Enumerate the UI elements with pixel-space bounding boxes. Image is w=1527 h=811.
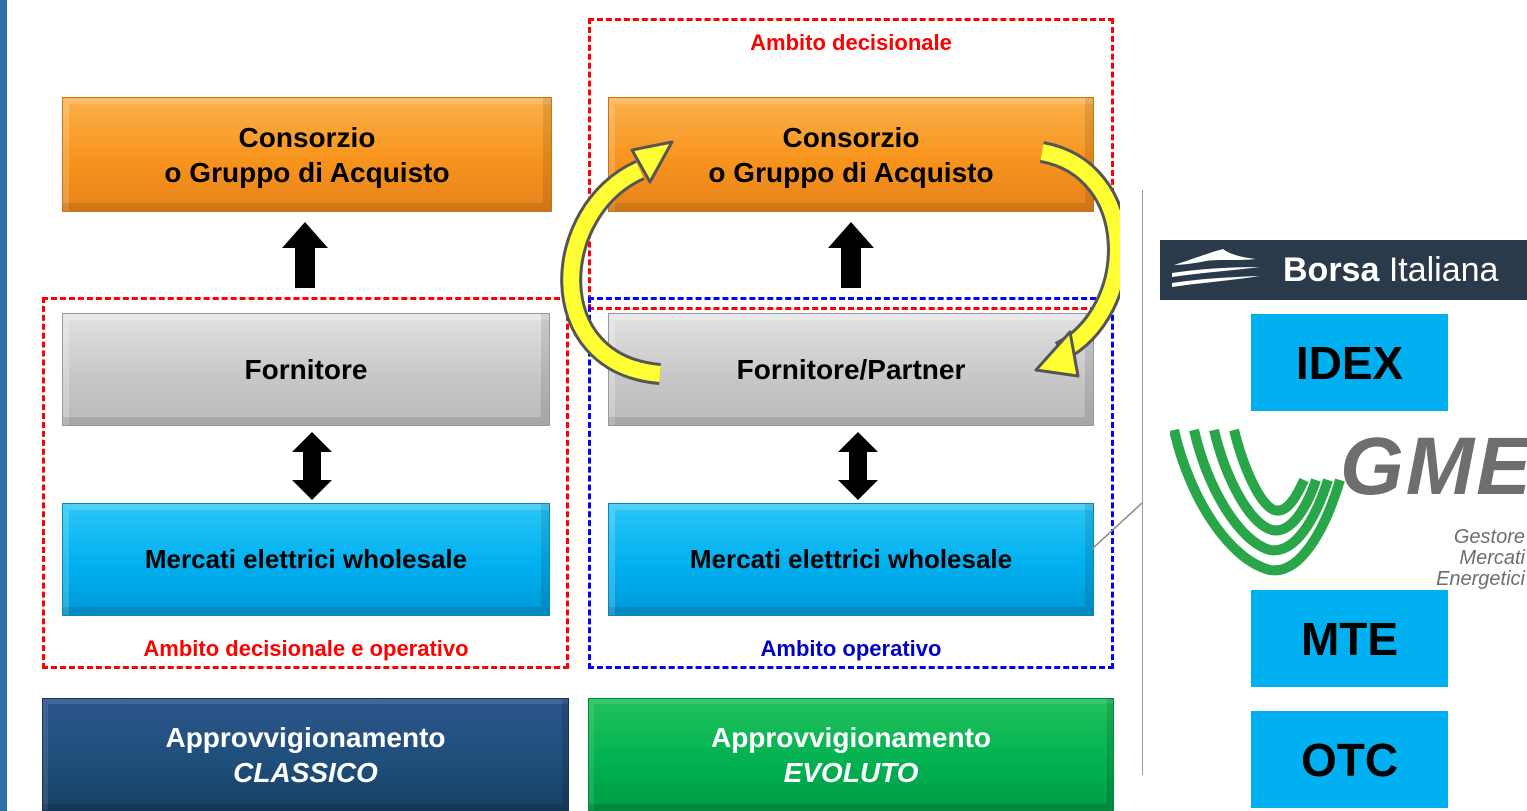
gme-logo-text: GME [1340, 421, 1527, 512]
mte-label: MTE [1251, 590, 1448, 687]
right-mercati-box: Mercati elettrici wholesale [608, 503, 1094, 616]
left-decision-operative-region [42, 297, 569, 669]
left-consorzio-line2: o Gruppo di Acquisto [164, 156, 450, 188]
gme-subtitle: Gestore Mercati Energetici [1436, 526, 1525, 590]
right-up-arrow-icon [828, 222, 874, 288]
cycle-arrow-left-icon [560, 140, 674, 385]
connector-line [1091, 502, 1143, 550]
right-mercati-label: Mercati elettrici wholesale [689, 544, 1013, 575]
left-mercati-box: Mercati elettrici wholesale [62, 503, 550, 616]
borsa-logo-icon [1172, 249, 1260, 287]
right-approvvigionamento-box: Approvvigionamento EVOLUTO [588, 698, 1114, 811]
left-edge-bar [0, 0, 7, 811]
left-consorzio-line1: Consorzio [238, 121, 376, 153]
cycle-arrow-right-icon [1034, 141, 1120, 378]
right-operative-region [588, 297, 1114, 669]
right-double-arrow-icon [838, 432, 878, 500]
borsa-italiana-logo: Borsa Italiana [1160, 240, 1527, 300]
left-approvvigionamento-line1: Approvvigionamento [165, 721, 446, 753]
right-top-region-label: Ambito decisionale [750, 30, 952, 55]
left-up-arrow-icon [282, 222, 328, 288]
right-consorzio-line1: Consorzio [782, 121, 920, 153]
right-fornitore-box: Fornitore/Partner [608, 313, 1094, 426]
left-fornitore-label: Fornitore [244, 354, 368, 385]
gme-arcs-icon [1170, 428, 1345, 576]
otc-label: OTC [1251, 711, 1448, 808]
markets-divider [1142, 190, 1143, 775]
right-approvvigionamento-line1: Approvvigionamento [710, 721, 991, 753]
left-mercati-label: Mercati elettrici wholesale [144, 544, 468, 575]
left-fornitore-box: Fornitore [62, 313, 550, 426]
left-approvvigionamento-line2: CLASSICO [233, 756, 378, 788]
right-consorzio-line2: o Gruppo di Acquisto [708, 156, 994, 188]
right-decision-region [588, 18, 1114, 310]
right-consorzio-box: Consorzio o Gruppo di Acquisto [608, 97, 1094, 212]
idex-label: IDEX [1251, 314, 1448, 411]
left-approvvigionamento-box: Approvvigionamento CLASSICO [42, 698, 569, 811]
left-region-label: Ambito decisionale e operativo [143, 636, 469, 661]
left-consorzio-box: Consorzio o Gruppo di Acquisto [62, 97, 552, 212]
right-fornitore-label: Fornitore/Partner [736, 354, 966, 385]
right-approvvigionamento-line2: EVOLUTO [783, 756, 919, 788]
left-double-arrow-icon [292, 432, 332, 500]
cycle-arrows [560, 140, 1120, 385]
borsa-logo-text: Borsa Italiana [1283, 250, 1499, 289]
right-region-label: Ambito operativo [760, 636, 942, 661]
